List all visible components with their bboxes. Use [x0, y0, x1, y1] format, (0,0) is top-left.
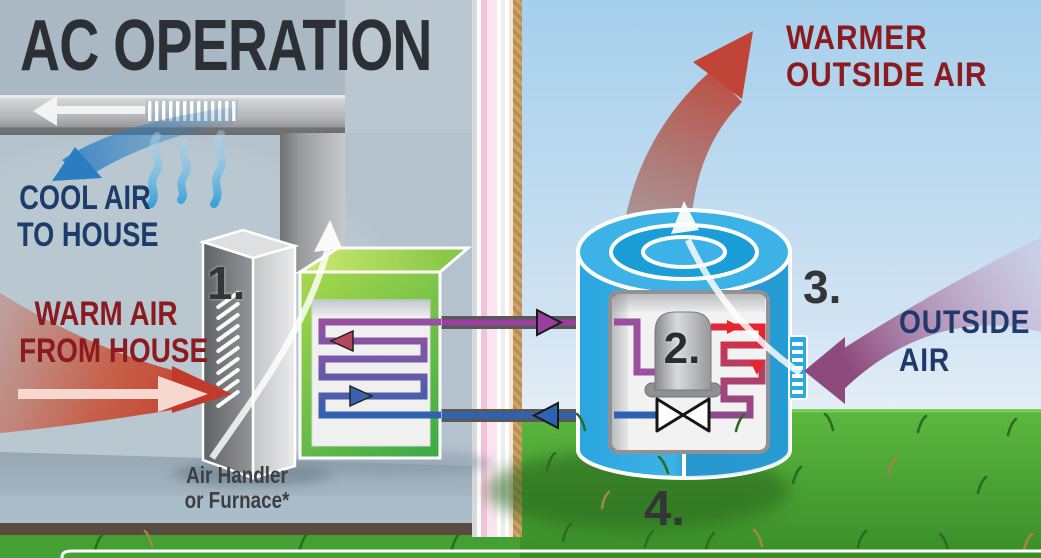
hot-gas-down-arrow-icon [750, 361, 764, 375]
warmer-line1: WARMER [786, 19, 928, 57]
step-2-marker: 2. [663, 324, 701, 373]
cool-air-line2: TO HOUSE [17, 216, 159, 254]
air-handler-line2: or Furnace* [184, 487, 290, 513]
caption-box-edge [60, 549, 1041, 558]
cool-air-label: COOL AIR TO HOUSE [17, 179, 159, 254]
warm-air-arrow-icon [0, 293, 232, 433]
warmer-outside-air-label: WARMER OUTSIDE AIR [786, 20, 987, 94]
step-4-marker: 4. [644, 482, 685, 536]
coil-flow-right-arrow-icon [349, 384, 374, 408]
vapor-line-arrow-icon [536, 308, 564, 337]
hot-gas-right-arrow-icon [727, 320, 741, 334]
vapor-inlet-pipe [614, 318, 657, 376]
warm-air-label: WARM AIR FROM HOUSE [19, 295, 209, 370]
refrigerant-lines [437, 308, 615, 430]
grass-blades [93, 412, 1034, 552]
airflow-arc-outdoor [671, 201, 802, 376]
evaporator-coil [318, 318, 441, 419]
outside-air-line2: AIR [899, 342, 951, 378]
fan-top [576, 208, 792, 296]
air-handler-label: Air Handler or Furnace* [167, 463, 306, 513]
cool-air-arrow-icon [52, 107, 233, 181]
warm-air-line1: WARM AIR [34, 295, 178, 333]
coil-flow-left-arrow-icon [329, 329, 354, 353]
air-filter-slats [216, 290, 240, 409]
air-handler-line1: Air Handler [186, 462, 288, 488]
page-title: AC OPERATION [20, 6, 432, 86]
duct-flow-left-arrow-icon [33, 96, 145, 126]
evaporator-coil-box [294, 246, 473, 460]
outside-air-line1: OUTSIDE [899, 304, 1031, 340]
warmer-air-arrow-icon [622, 31, 753, 240]
outside-air-arrow-icon [804, 237, 1041, 404]
step-1-marker: 1. [207, 257, 246, 309]
warm-air-line2: FROM HOUSE [19, 332, 209, 370]
outdoor-unit [576, 208, 808, 480]
outside-air-label: OUTSIDE AIR [899, 303, 1030, 379]
step-3-marker: 3. [803, 261, 842, 313]
warmer-line2: OUTSIDE AIR [786, 56, 988, 94]
cool-air-squiggle-icons [147, 130, 227, 208]
wall-cross-section [472, 0, 522, 537]
liquid-line-arrow-icon [531, 401, 559, 430]
cool-air-line1: COOL AIR [19, 179, 151, 217]
expansion-valve-icon [655, 397, 711, 433]
compressor [644, 311, 722, 398]
airflow-arc-indoor [209, 220, 342, 460]
